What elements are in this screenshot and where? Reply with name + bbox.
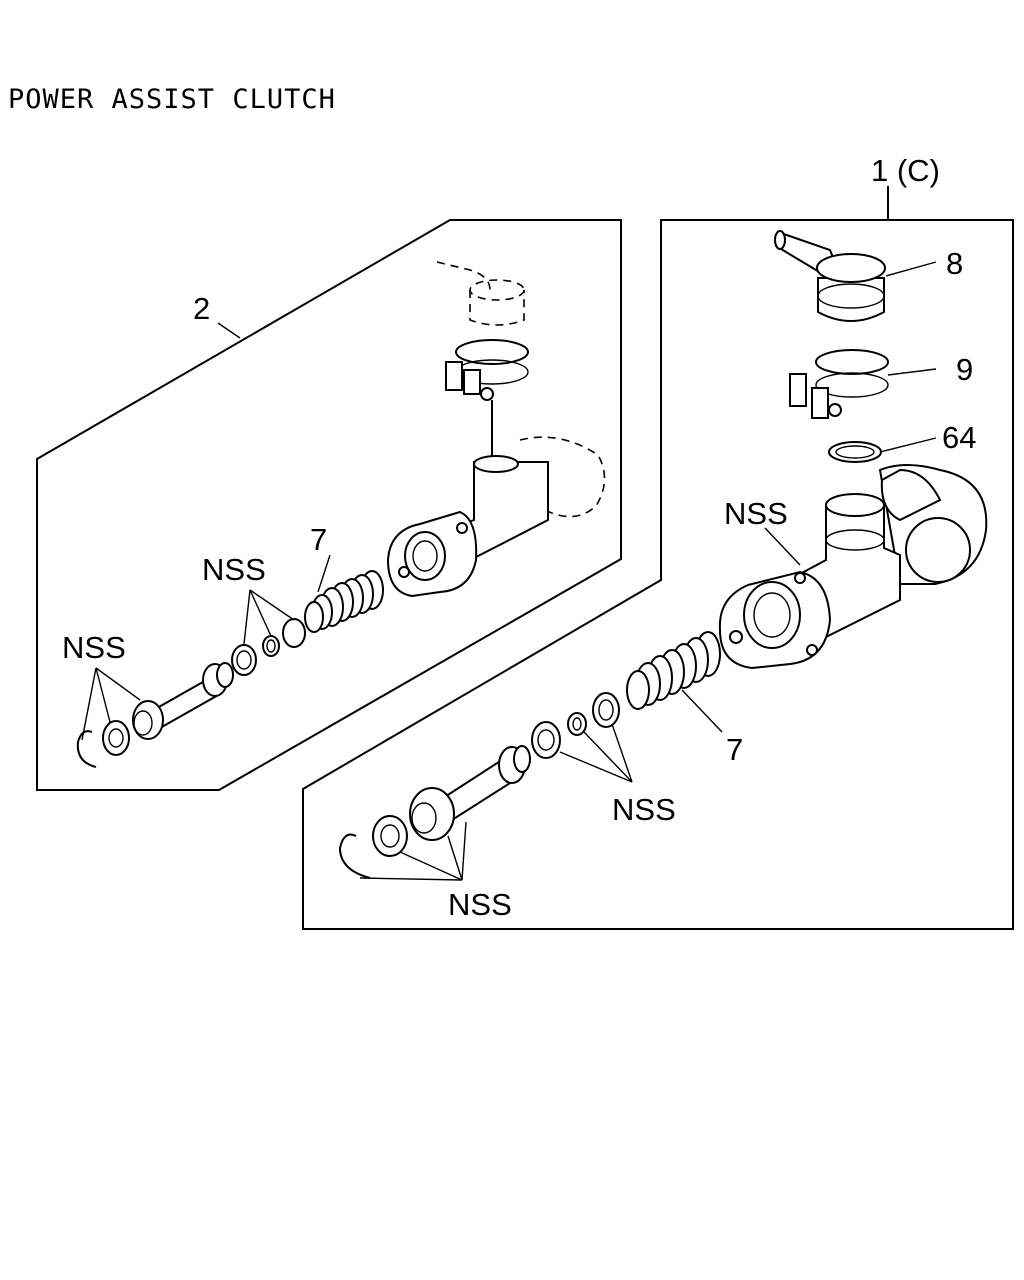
left-piston [132, 662, 234, 740]
left-assembly-group [36, 219, 622, 791]
right-cup-seal [372, 815, 408, 857]
right-assembly-group [302, 186, 1014, 930]
callout-2-leader [217, 322, 241, 339]
callout-64: 64 [942, 420, 976, 455]
right-piston [409, 745, 531, 841]
left-assembly-border [36, 219, 622, 791]
right-gasket [828, 441, 882, 463]
callout-nss-left-seals: NSS [202, 552, 266, 587]
callout-7-right: 7 [726, 732, 743, 767]
callout-8: 8 [946, 246, 963, 281]
right-seal-1 [592, 692, 620, 728]
left-boot [304, 570, 384, 633]
right-assembly-border [302, 219, 1014, 930]
callout-64-leader [879, 437, 937, 453]
callout-nss-right-piston: NSS [448, 887, 512, 922]
left-seal-1 [282, 618, 306, 648]
callout-7-left: 7 [310, 522, 327, 557]
left-snap-ring [76, 730, 97, 768]
callout-2: 2 [193, 291, 210, 326]
left-clamp [445, 339, 529, 401]
callout-nss-body-leader [764, 527, 801, 566]
right-seal-2 [567, 712, 587, 736]
callout-nss-right-seals: NSS [612, 792, 676, 827]
right-snap-ring [338, 833, 371, 879]
callout-1c: 1 (C) [871, 153, 940, 188]
callout-9-leader [887, 368, 937, 376]
left-seal-2 [262, 635, 280, 657]
left-seal-3 [231, 644, 257, 676]
callout-7-left-leader [317, 554, 331, 593]
page-title: POWER ASSIST CLUTCH [8, 84, 336, 115]
left-reservoir [436, 261, 525, 326]
left-cup-seal [102, 720, 130, 756]
left-cylinder-body [386, 436, 606, 598]
callout-nss-right-body: NSS [724, 496, 788, 531]
callout-8-leader [885, 261, 937, 277]
right-cylinder-body [718, 464, 988, 670]
callout-9: 9 [956, 352, 973, 387]
callout-nss-left-piston: NSS [62, 630, 126, 665]
callout-7-right-leader [681, 689, 723, 733]
right-reservoir [774, 230, 886, 322]
right-boot [626, 631, 721, 710]
right-seal-3 [531, 721, 561, 759]
right-hose-clamp [789, 349, 889, 419]
